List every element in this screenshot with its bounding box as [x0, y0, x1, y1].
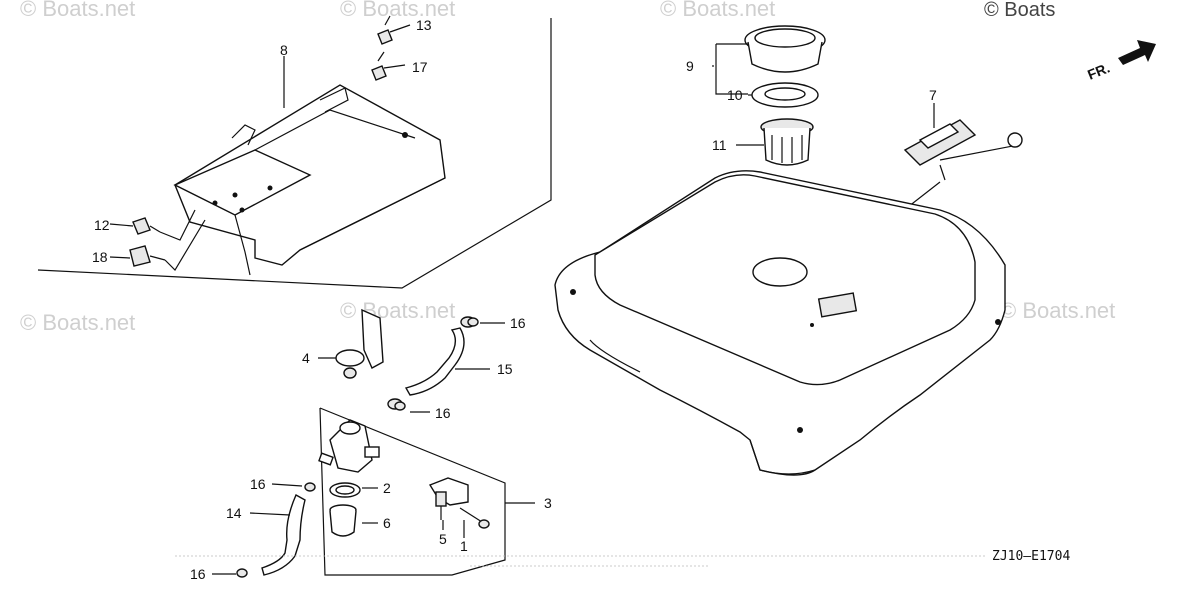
watermark: © Boats.net — [660, 0, 775, 21]
part-label-2: 2 — [383, 480, 391, 496]
copyright-fine-print — [175, 555, 985, 567]
part-label-10: 10 — [727, 87, 743, 103]
group-outline-upper — [37, 18, 552, 289]
fuel-hose-part-14 — [261, 494, 306, 576]
diagram-code: ZJ10—E1704 — [992, 549, 1070, 564]
bracket-part-8 — [173, 84, 446, 276]
part-label-16: 16 — [190, 566, 206, 582]
watermark: © Boats.net — [20, 0, 135, 21]
screw-part-1 — [459, 507, 490, 529]
bolt-part-13 — [377, 15, 411, 45]
part-label-6: 6 — [383, 515, 391, 531]
watermark: © Boats.net — [340, 0, 455, 21]
part-label-8: 8 — [280, 42, 288, 58]
cap-gasket-part-10 — [751, 82, 819, 108]
part-label-4: 4 — [302, 350, 310, 366]
part-label-11: 11 — [712, 137, 727, 153]
o-ring-part-2 — [329, 482, 361, 498]
part-label-17: 17 — [412, 59, 428, 75]
clip-part-16 — [304, 482, 316, 492]
part-label-12: 12 — [94, 217, 110, 233]
part-label-1: 1 — [460, 538, 468, 554]
watermark: © Boats.net — [340, 298, 455, 323]
lever-part-5 — [428, 477, 469, 520]
watermark: © Boats.net — [1000, 298, 1115, 323]
fuel-strainer-part-11 — [760, 118, 814, 166]
bolt-part-17 — [371, 51, 406, 81]
part-label-5: 5 — [439, 531, 447, 547]
part-label-16: 16 — [510, 315, 526, 331]
part-label-16: 16 — [435, 405, 451, 421]
part-label-15: 15 — [497, 361, 513, 377]
front-direction-indicator: FR. — [1085, 40, 1156, 83]
part-label-16: 16 — [250, 476, 266, 492]
clamp-part-4 — [335, 308, 384, 379]
group-outline-lower — [319, 407, 506, 576]
fuel-cock-assembly-part-3 — [318, 419, 380, 473]
bolt-part-12 — [132, 209, 196, 241]
fuel-tank — [554, 170, 1006, 476]
fuel-cup-part-6 — [329, 504, 357, 537]
part-labels: 8 13 17 12 18 9 10 11 7 4 16 15 16 2 3 6… — [92, 17, 937, 582]
bolt-part-18 — [129, 219, 206, 271]
part-label-14: 14 — [226, 505, 242, 521]
fuel-hose-part-15 — [387, 316, 476, 410]
watermark-corner: © Boats — [984, 0, 1055, 21]
fuel-cap-part-9 — [744, 25, 826, 73]
part-label-18: 18 — [92, 249, 108, 265]
part-label-13: 13 — [416, 17, 432, 33]
leader-lines — [109, 43, 935, 575]
part-label-9: 9 — [686, 58, 694, 74]
clip-part-16 — [394, 401, 406, 411]
clip-part-16 — [467, 317, 479, 327]
clip-part-16 — [236, 568, 248, 578]
direction-label: FR. — [1085, 59, 1112, 82]
part-label-7: 7 — [929, 87, 937, 103]
watermark: © Boats.net — [20, 310, 135, 335]
arrow-icon — [1118, 40, 1156, 65]
part-label-3: 3 — [544, 495, 552, 511]
